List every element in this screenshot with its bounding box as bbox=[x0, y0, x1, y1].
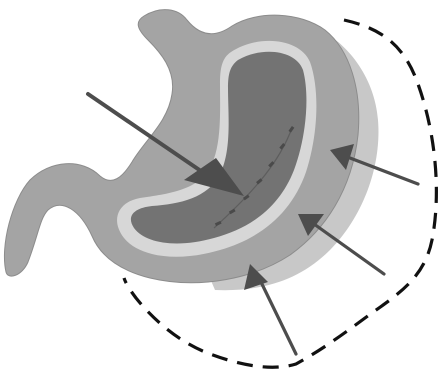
stomach-diagram bbox=[0, 0, 444, 374]
